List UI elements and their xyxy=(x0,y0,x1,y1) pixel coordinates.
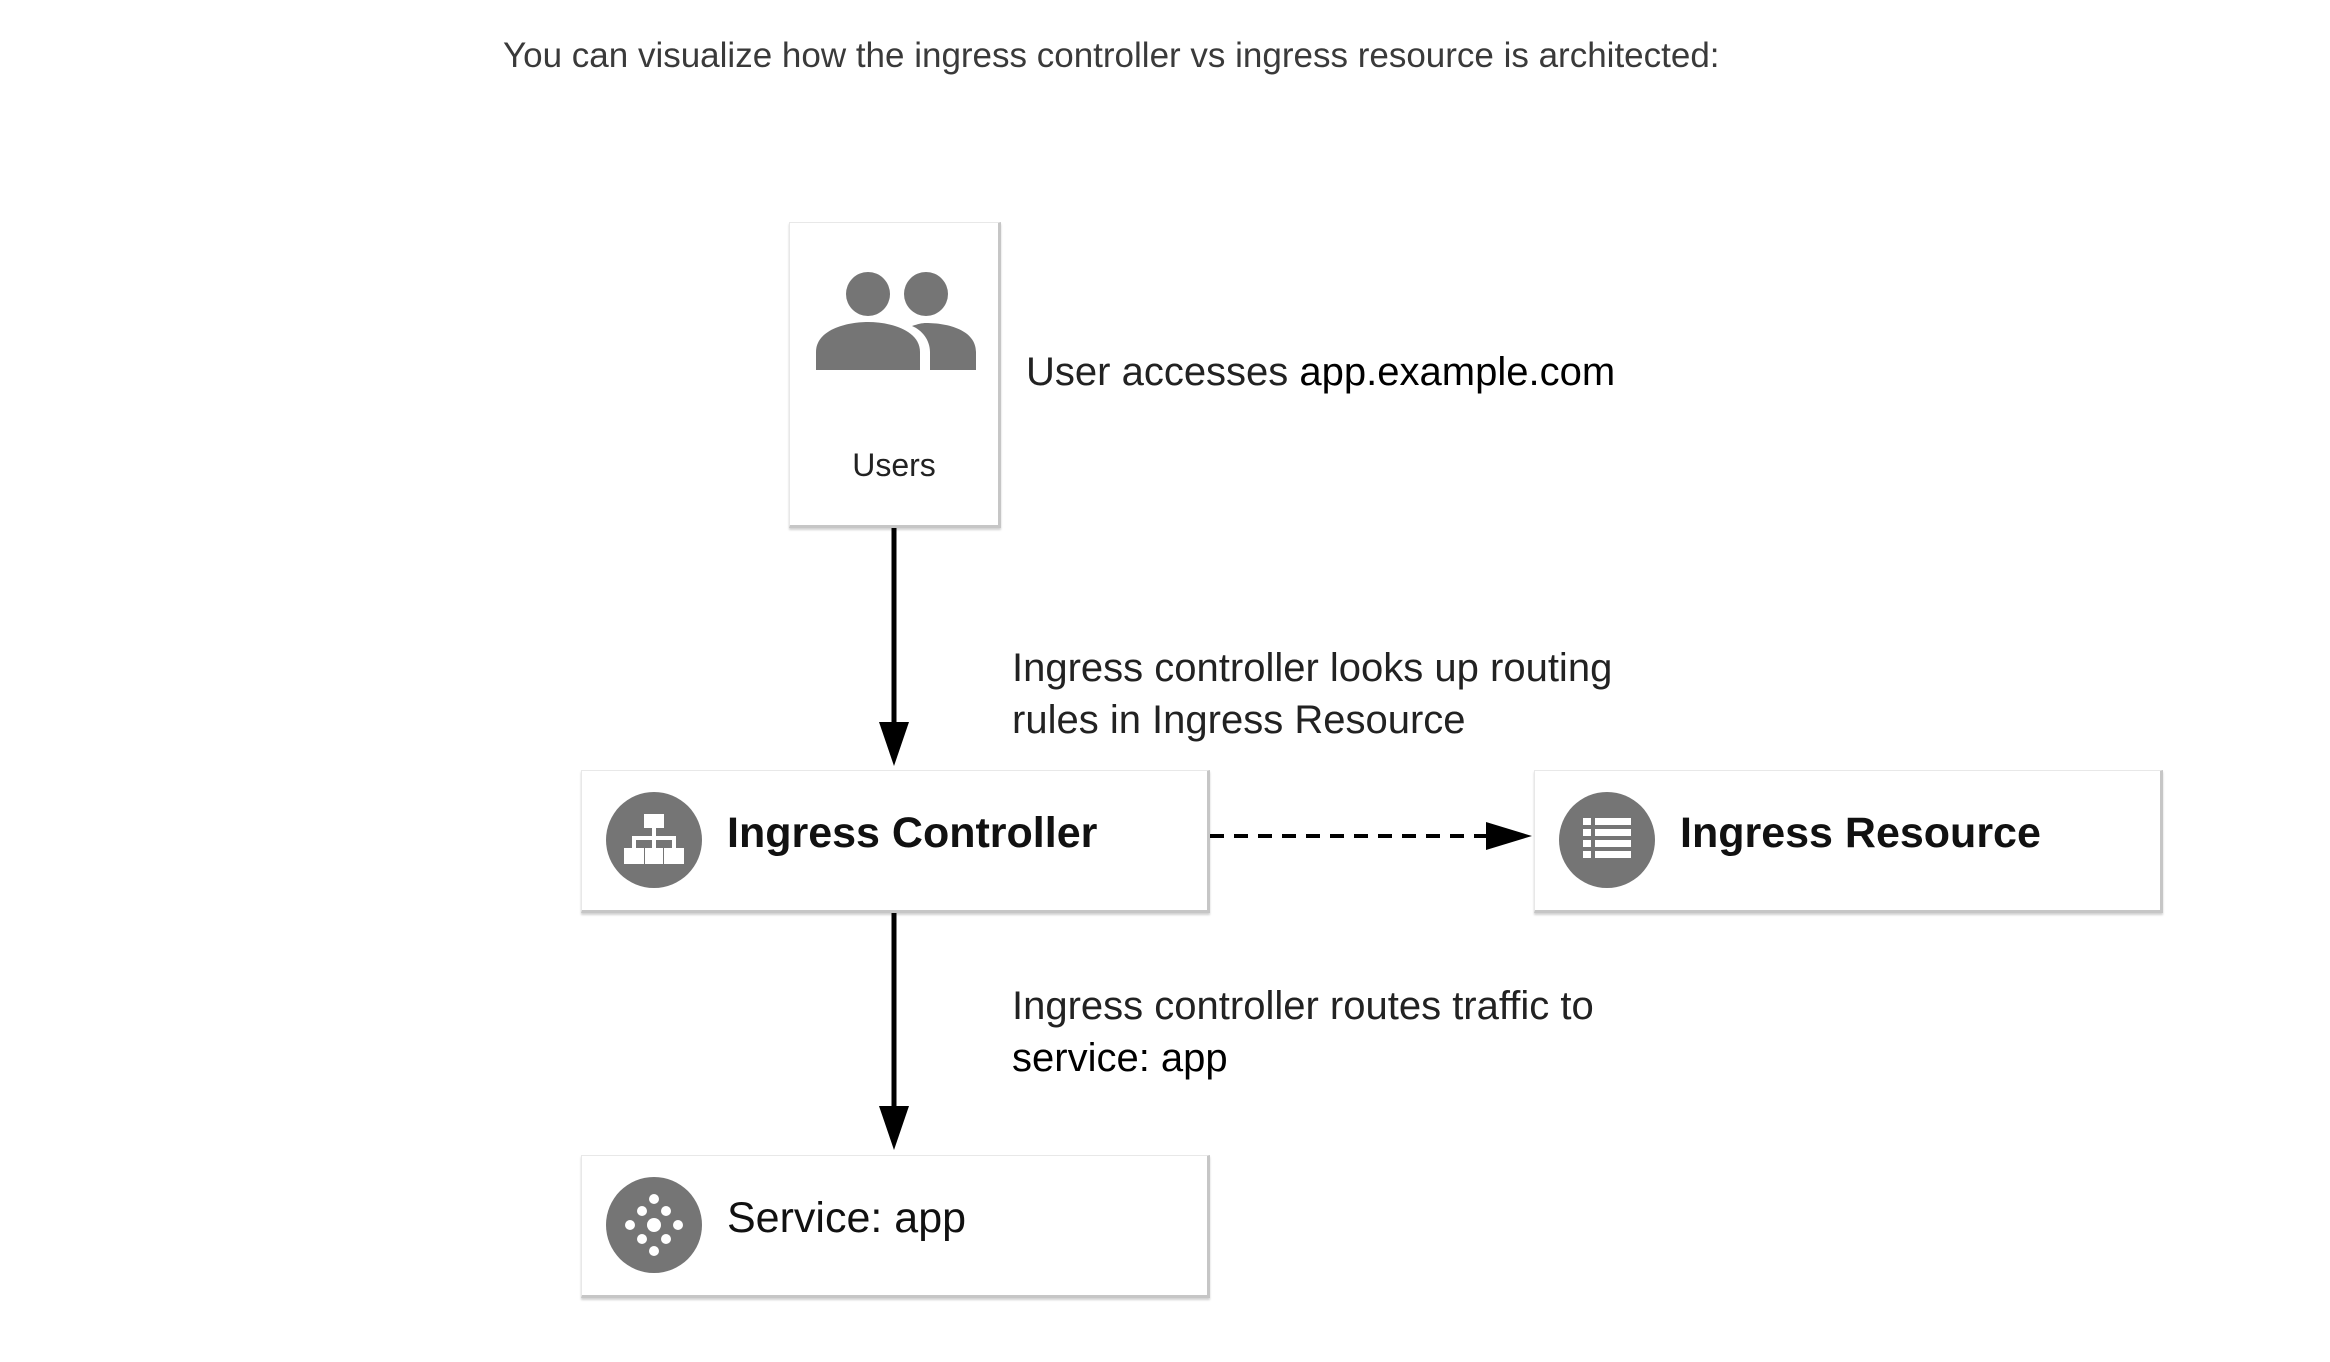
service-label: Service: app xyxy=(727,1194,967,1242)
lookup-note-line1: Ingress controller looks up routing xyxy=(1012,646,1613,690)
users-group-icon xyxy=(816,272,976,370)
user-access-note: User accesses app.example.com xyxy=(1026,346,1615,398)
routes-note: Ingress controller routes traffic to ser… xyxy=(1012,980,1594,1084)
lookup-note-line2: rules in Ingress Resource xyxy=(1012,698,1466,742)
user-access-prefix: User accesses xyxy=(1026,350,1300,394)
intro-text: You can visualize how the ingress contro… xyxy=(503,36,1720,75)
list-icon xyxy=(1559,792,1655,888)
users-label: Users xyxy=(852,447,936,483)
service-dots-icon xyxy=(606,1177,702,1273)
edge-controller-to-resource-head xyxy=(1486,822,1532,850)
ingress-resource-node: Ingress Resource xyxy=(1534,770,2163,913)
ingress-controller-node: Ingress Controller xyxy=(581,770,1210,913)
service-node: Service: app xyxy=(581,1155,1210,1298)
routes-note-line1: Ingress controller routes traffic to xyxy=(1012,984,1594,1028)
user-access-host: app.example.com xyxy=(1299,350,1616,394)
routes-note-line2: service: app xyxy=(1012,1036,1228,1080)
edge-users-to-controller-head xyxy=(879,722,909,766)
sitemap-icon xyxy=(606,792,702,888)
lookup-note: Ingress controller looks up routing rule… xyxy=(1012,642,1612,746)
edge-controller-to-service-head xyxy=(879,1106,909,1150)
ingress-controller-label: Ingress Controller xyxy=(727,809,1098,857)
users-node: Users xyxy=(789,222,1001,528)
ingress-resource-label: Ingress Resource xyxy=(1680,809,2041,857)
